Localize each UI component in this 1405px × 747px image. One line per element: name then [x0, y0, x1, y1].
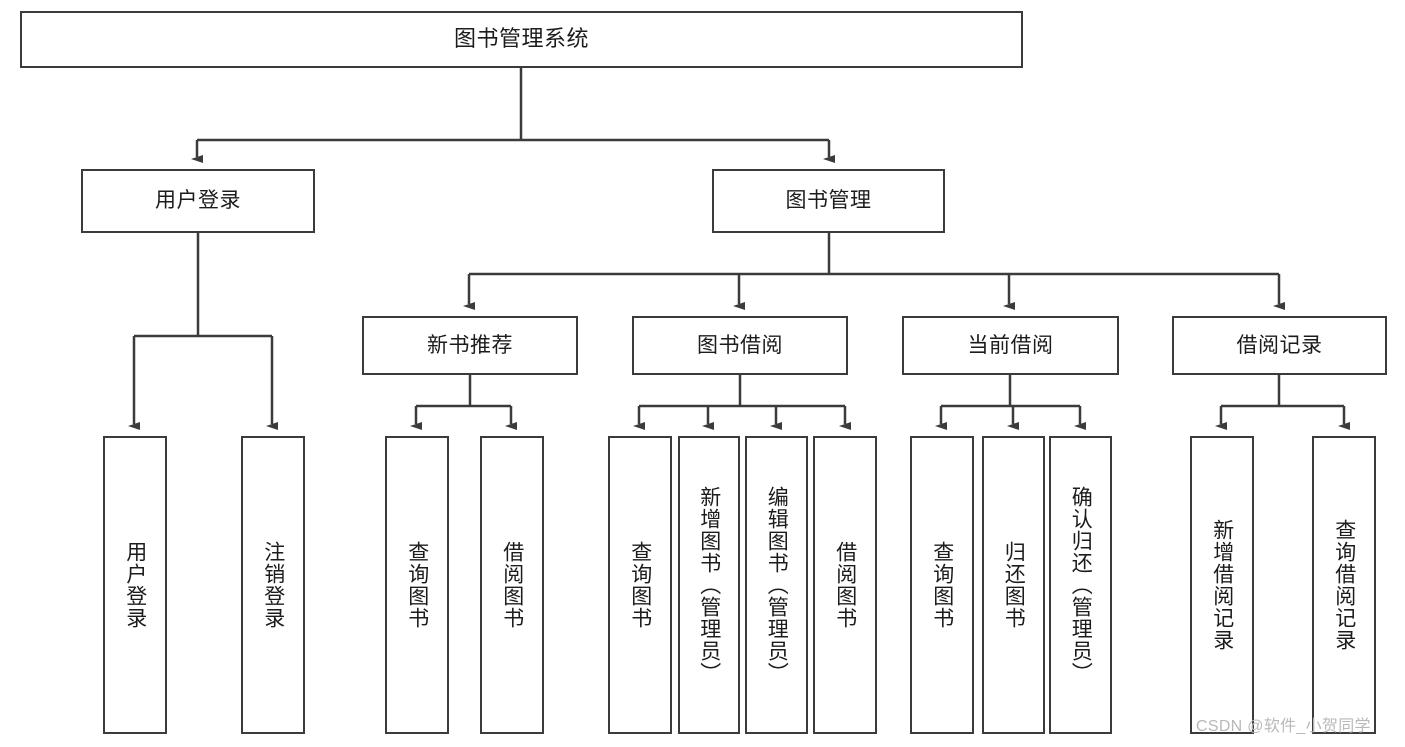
- node-label: 查询图书: [930, 541, 954, 629]
- node-root[interactable]: 图书管理系统: [20, 11, 1023, 68]
- node-label: 借阅图书: [833, 541, 857, 629]
- node-n-login[interactable]: 用户登录: [81, 169, 315, 233]
- node-label: 借阅记录: [1236, 333, 1323, 357]
- node-label: 借阅图书: [500, 541, 524, 629]
- connector-bus-layer: [134, 68, 1344, 408]
- node-n-records[interactable]: 借阅记录: [1172, 316, 1387, 375]
- node-label: 查询借阅记录: [1332, 519, 1356, 651]
- node-label: 新书推荐: [427, 333, 513, 357]
- node-l-qbook3[interactable]: 查询图书: [910, 436, 974, 734]
- node-label: 查询图书: [628, 541, 652, 629]
- node-n-bookmgmt[interactable]: 图书管理: [712, 169, 945, 233]
- node-l-bbook2[interactable]: 借阅图书: [813, 436, 877, 734]
- node-l-editbook[interactable]: 编辑图书（管理员）: [745, 436, 808, 734]
- node-l-qbook2[interactable]: 查询图书: [608, 436, 672, 734]
- node-label: 用户登录: [155, 189, 241, 213]
- node-label: 图书管理: [785, 189, 872, 213]
- node-l-bbook1[interactable]: 借阅图书: [480, 436, 544, 734]
- node-l-confirm[interactable]: 确认归还（管理员）: [1049, 436, 1112, 734]
- node-label: 图书管理系统: [453, 26, 589, 52]
- node-label: 编辑图书（管理员）: [765, 486, 789, 684]
- node-label: 注销登录: [261, 541, 285, 629]
- node-label: 确认归还（管理员）: [1069, 486, 1093, 684]
- connector-arrow-layer: [128, 140, 1350, 430]
- node-label: 新增借阅记录: [1210, 519, 1234, 651]
- node-l-logout[interactable]: 注销登录: [241, 436, 305, 734]
- node-l-addbook[interactable]: 新增图书（管理员）: [678, 436, 740, 734]
- node-n-newbook[interactable]: 新书推荐: [362, 316, 578, 375]
- node-n-borrow[interactable]: 图书借阅: [632, 316, 848, 375]
- node-l-login1[interactable]: 用户登录: [103, 436, 167, 734]
- node-label: 用户登录: [123, 541, 147, 629]
- node-l-return[interactable]: 归还图书: [982, 436, 1045, 734]
- node-label: 当前借阅: [967, 333, 1054, 357]
- node-label: 查询图书: [405, 541, 429, 629]
- node-label: 图书借阅: [697, 333, 783, 357]
- node-label: 归还图书: [1002, 541, 1026, 629]
- node-l-qbook1[interactable]: 查询图书: [385, 436, 449, 734]
- node-l-addrec[interactable]: 新增借阅记录: [1190, 436, 1254, 734]
- node-label: 新增图书（管理员）: [697, 486, 721, 684]
- node-n-current[interactable]: 当前借阅: [902, 316, 1119, 375]
- node-l-qrec[interactable]: 查询借阅记录: [1312, 436, 1376, 734]
